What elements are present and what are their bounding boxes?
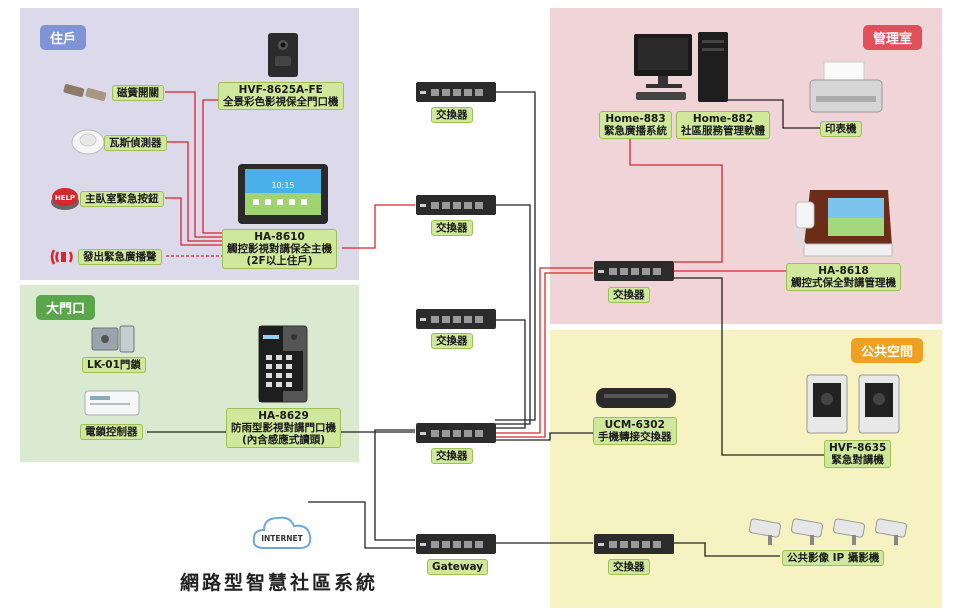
line-internet-gw <box>308 501 415 549</box>
ucm6302-desc: 手機轉接交換器 <box>598 431 672 443</box>
internet-text: INTERNET <box>261 534 303 543</box>
switch-icon <box>594 534 674 554</box>
line-magnet <box>165 91 222 238</box>
home882-label: Home-882 社區服務管理軟體 <box>676 111 770 139</box>
panic-help-text: HELP <box>55 194 75 202</box>
ha8610-note: (2F以上住戶) <box>246 255 313 267</box>
line-s4-mgmt-2 <box>495 272 593 438</box>
switch-3 <box>415 306 497 336</box>
line-mgmt-pc <box>708 99 820 129</box>
elock-label: 電鎖控制器 <box>80 424 143 440</box>
line-gw-s4 <box>374 429 415 541</box>
line-panic <box>165 197 222 246</box>
home882-model: Home-882 <box>692 113 754 125</box>
lk01-lock-icon <box>91 325 135 353</box>
ha8618-console-icon <box>794 190 893 257</box>
panic-button-icon: HELP <box>51 188 79 210</box>
switch-4 <box>415 420 497 450</box>
lk01-label: LK-01門鎖 <box>82 357 146 373</box>
hvf8625-label: HVF-8625A-FE 全景彩色影視保全門口機 <box>218 82 344 110</box>
ucm6302-label: UCM-6302 手機轉接交換器 <box>593 417 677 445</box>
printer-icon <box>809 61 883 113</box>
ha8610-desc: 觸控影視對講保全主機 <box>227 243 332 255</box>
ha8610-model: HA-8610 <box>254 231 305 243</box>
switch-2 <box>415 192 497 222</box>
switch-icon <box>416 534 496 554</box>
gas-detector-icon <box>71 129 105 155</box>
switch-2-label: 交換器 <box>431 220 473 236</box>
line-s4-mgmt-1 <box>495 267 593 434</box>
line-cam-cams <box>674 542 780 557</box>
hvf8635-intercom-icon <box>806 374 900 434</box>
hvf8625-doorphone-icon <box>268 33 298 77</box>
printer-label: 印表機 <box>820 121 862 137</box>
switch-icon <box>416 82 496 102</box>
gateway-switch <box>415 531 497 561</box>
switch-3-label: 交換器 <box>431 333 473 349</box>
switch-icon <box>594 261 674 281</box>
internet-cloud-icon: INTERNET <box>252 516 312 549</box>
page-title: 網路型智慧社區系統 <box>180 572 379 594</box>
hvf8635-model: HVF-8635 <box>829 442 887 454</box>
switch-cam <box>593 531 675 561</box>
line-gas <box>165 141 222 242</box>
elock-controller-icon <box>84 390 140 416</box>
ha8629-desc: 防雨型影視對講門口機 <box>231 422 336 434</box>
switch-mgmt-label: 交換器 <box>608 287 650 303</box>
home883-label: Home-883 緊急廣播系統 <box>599 111 672 139</box>
ha8610-panel-icon: 10:15 <box>238 164 328 224</box>
home882-desc: 社區服務管理軟體 <box>681 125 765 137</box>
ha8618-desc: 觸控式保全對講管理機 <box>791 277 896 289</box>
home883-model: Home-883 <box>605 113 666 125</box>
switch-1-label: 交換器 <box>431 107 473 123</box>
line-mgmt-hvf <box>674 277 825 456</box>
switch-icon <box>416 195 496 215</box>
broadcast-icon <box>50 249 73 265</box>
ha8610-screen-time: 10:15 <box>271 181 294 190</box>
magnet-sensor-icon <box>63 83 107 101</box>
switch-4-label: 交換器 <box>431 448 473 464</box>
gateway-label: Gateway <box>427 559 489 575</box>
ucm6302-icon <box>596 388 676 408</box>
pc-icon <box>634 32 728 102</box>
hvf8635-desc: 緊急對講機 <box>831 454 884 466</box>
switch-icon <box>416 309 496 329</box>
line-ucm <box>495 432 593 441</box>
magnet-label: 磁簧開關 <box>112 85 164 101</box>
ha8610-label: HA-8610 觸控影視對講保全主機 (2F以上住戶) <box>222 229 337 269</box>
home883-desc: 緊急廣播系統 <box>604 125 667 137</box>
cameras-label: 公共影像 IP 攝影機 <box>782 550 885 566</box>
gate-title: 大門口 <box>36 295 96 320</box>
gas-label: 瓦斯偵測器 <box>104 135 167 151</box>
mgmt-title: 管理室 <box>863 25 923 50</box>
hvf8625-model: HVF-8625A-FE <box>238 84 323 96</box>
ha8629-label: HA-8629 防雨型影視對講門口機 (內含感應式讀頭) <box>226 408 341 448</box>
ha8629-doorphone-icon <box>258 325 308 403</box>
hvf8635-label: HVF-8635 緊急對講機 <box>824 440 892 468</box>
line-s1-bb <box>495 91 536 421</box>
ha8629-model: HA-8629 <box>258 410 309 422</box>
line-ha8610-switch <box>342 204 415 249</box>
switch-mgmt <box>593 258 675 288</box>
panic-label: 主臥室緊急按鈕 <box>80 191 164 207</box>
ip-cameras-icon <box>748 518 908 545</box>
line-mgmt-pc-red <box>629 134 723 263</box>
ha8618-label: HA-8618 觸控式保全對講管理機 <box>786 263 901 291</box>
hvf8625-desc: 全景彩色影視保全門口機 <box>223 96 339 108</box>
ha8629-note: (內含感應式讀頭) <box>241 434 326 446</box>
broadcast-label: 發出緊急廣播聲 <box>78 249 162 265</box>
residence-title: 住戶 <box>40 25 87 50</box>
switch-cam-label: 交換器 <box>608 559 650 575</box>
ucm6302-model: UCM-6302 <box>604 419 665 431</box>
switch-icon <box>416 423 496 443</box>
line-s2-bb <box>495 204 531 425</box>
public-title: 公共空間 <box>851 338 924 363</box>
line-hvf8625 <box>202 99 222 234</box>
switch-1 <box>415 79 497 109</box>
ha8618-model: HA-8618 <box>818 265 869 277</box>
line-s3-bb <box>495 319 526 429</box>
